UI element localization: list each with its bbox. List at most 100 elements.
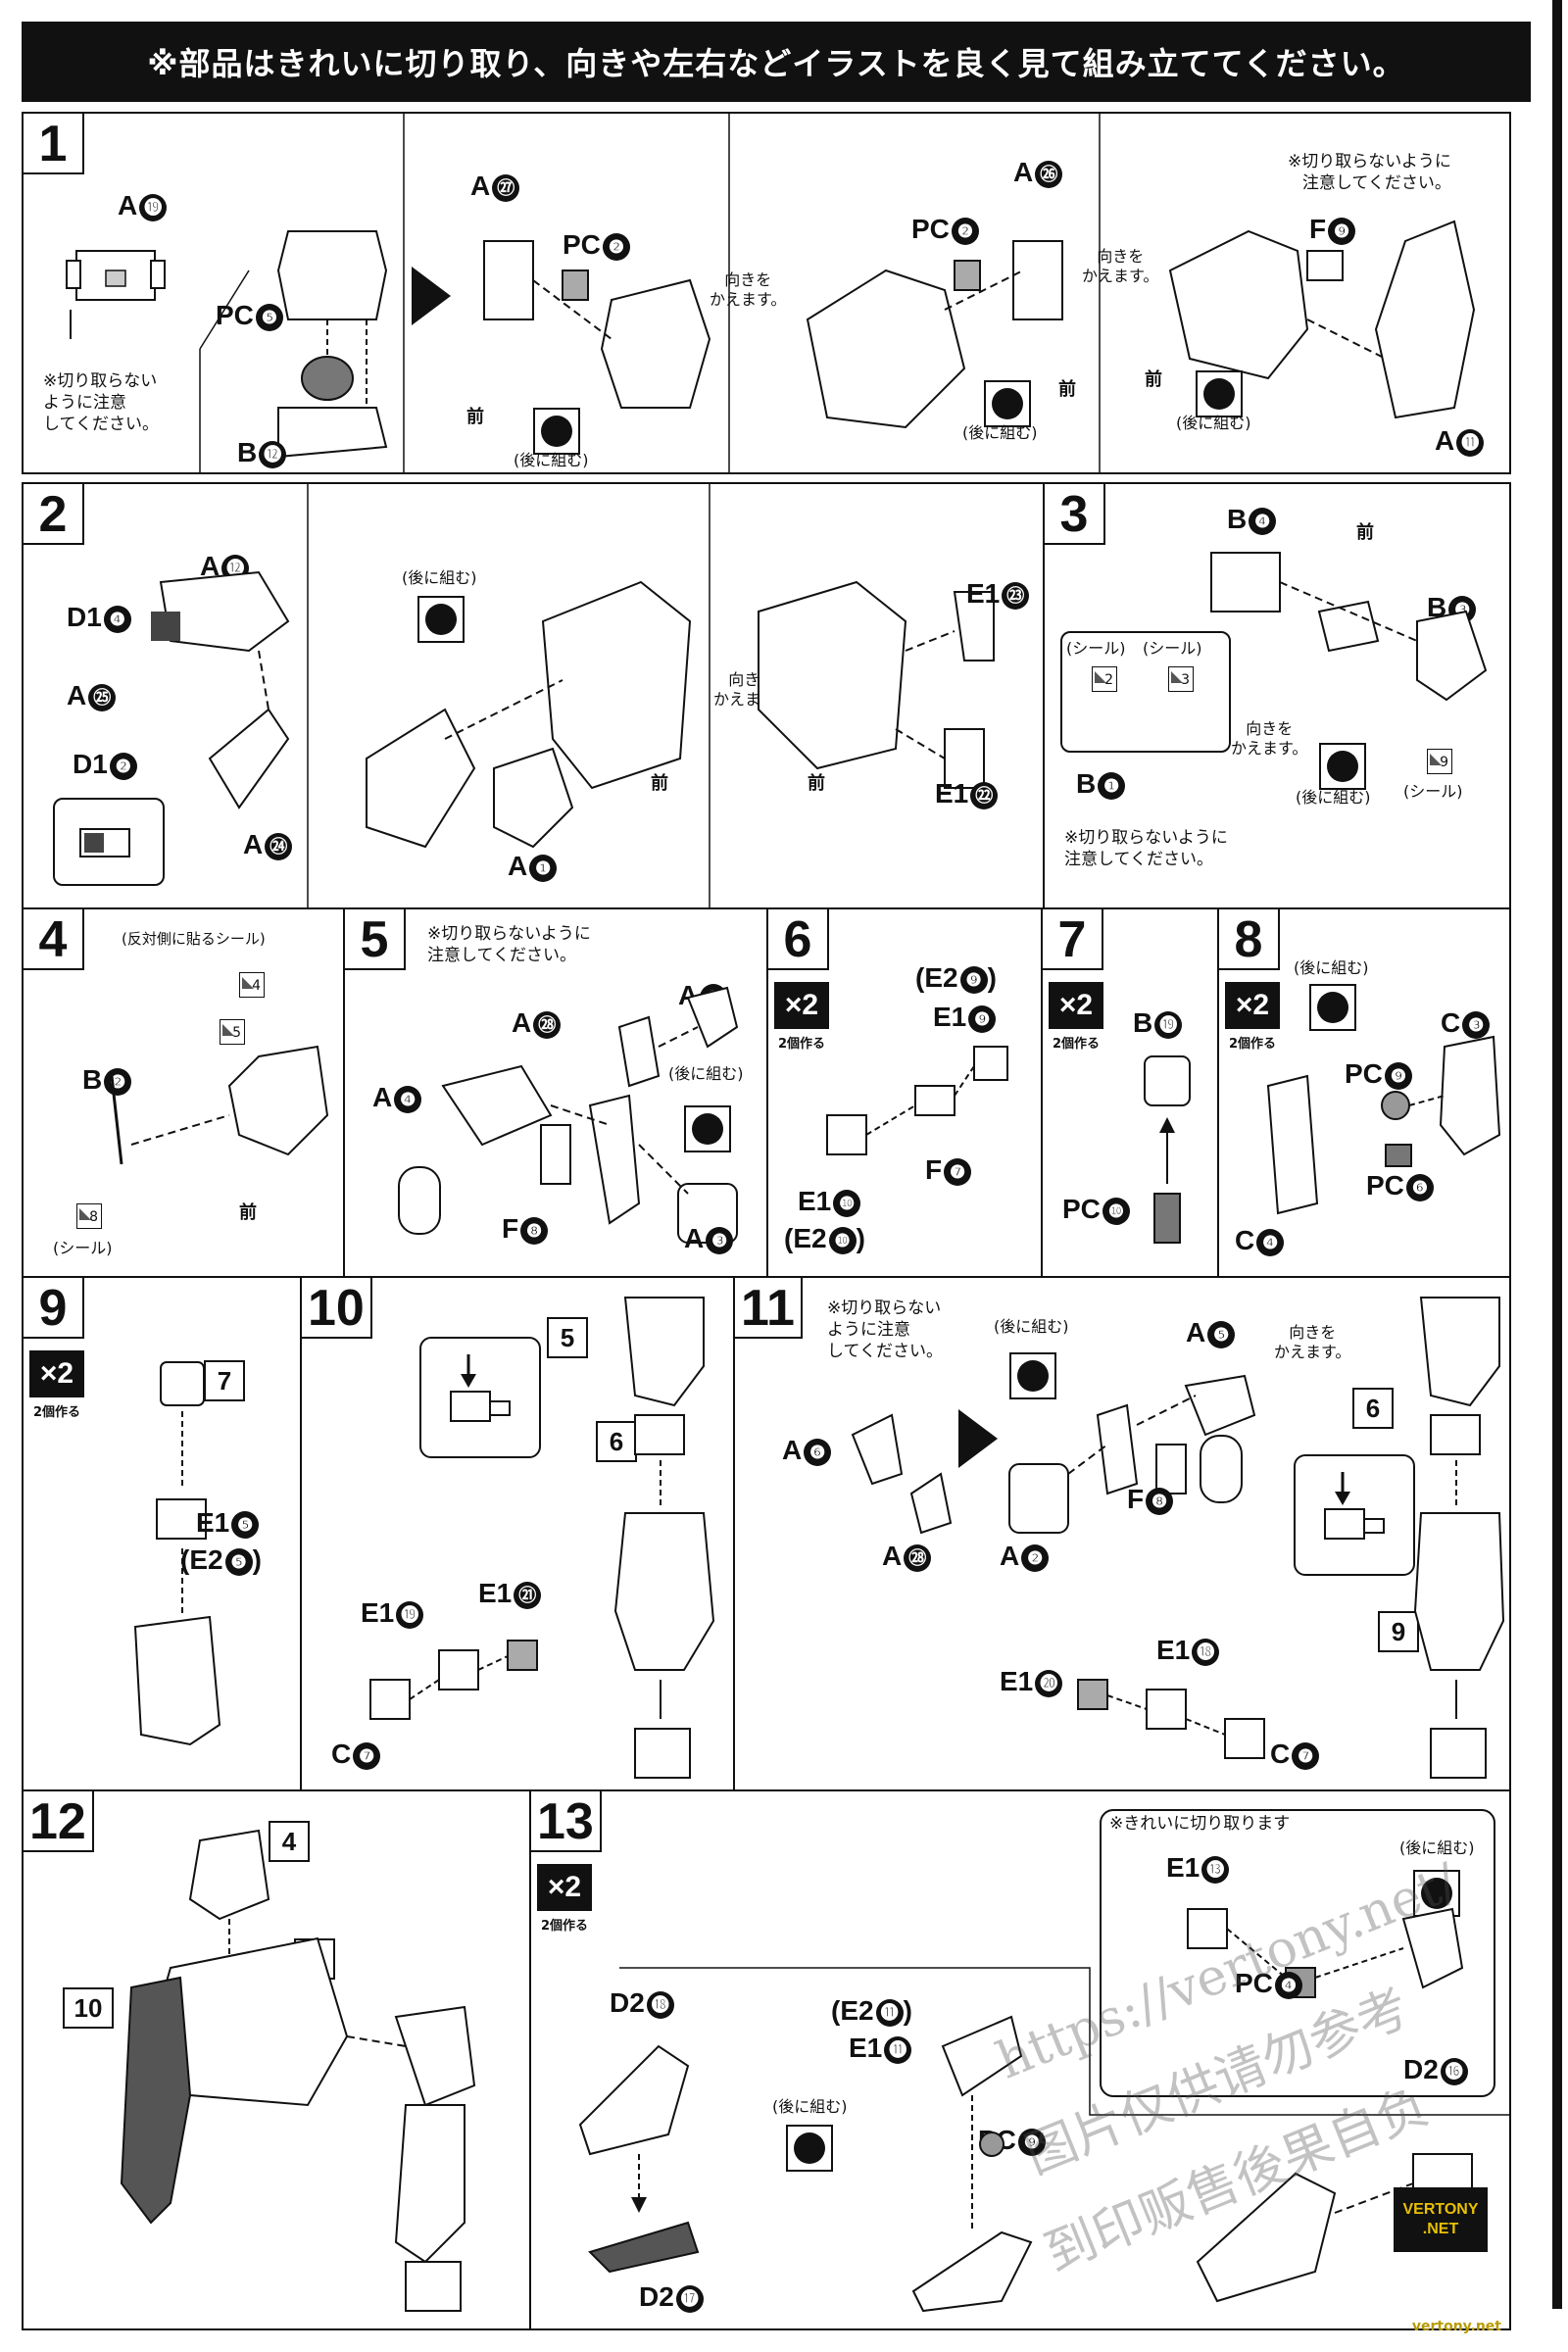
part-torso-core-icon: [276, 230, 388, 459]
ref-4: 4: [269, 1821, 310, 1862]
turn-note: 向きを かえます。: [1274, 1323, 1351, 1361]
part-torso-assembly-icon: [366, 580, 692, 849]
part-torso-a11-icon: [1168, 220, 1476, 419]
opposite-side-note: (反対側に貼るシール): [122, 930, 266, 948]
cut-warning-note: ※切り取らない ように注意 してください。: [827, 1298, 943, 1361]
sticker-2: 2: [1092, 666, 1117, 692]
back-assemble-icon: [533, 408, 580, 455]
part-body-assembly-icon: [120, 1829, 476, 2312]
next-arrow: [412, 267, 451, 325]
step-number: 5: [345, 909, 406, 970]
manual-page: ※部品はきれいに切り取り、向きや左右などイラストを良く見て組み立ててください。 …: [22, 22, 1531, 2334]
part-head-icon: [1210, 552, 1488, 702]
times-two-badge: ×2: [1049, 982, 1103, 1029]
times-two-badge: ×2: [774, 982, 829, 1029]
header-text: ※部品はきれいに切り取り、向きや左右などイラストを良く見て組み立ててください。: [147, 45, 1405, 82]
part-ankle-icon: [369, 1640, 538, 1720]
sticker-8: 8: [76, 1203, 102, 1229]
step-number: 12: [24, 1791, 94, 1852]
make-two-note: 2個作る: [1228, 1037, 1277, 1052]
front-label-2: 前: [1058, 379, 1076, 400]
step-number: 7: [1043, 909, 1103, 970]
step-number: 11: [735, 1278, 803, 1339]
front-label: 前: [239, 1202, 257, 1223]
part-joint-detail-icon: [1324, 1472, 1385, 1540]
make-two-note: 2個作る: [32, 1405, 81, 1420]
sticker-label-1: (シール): [1066, 639, 1126, 658]
part-a19-icon: [66, 250, 166, 339]
logo-top: VERTONY: [1402, 2201, 1479, 2218]
clean-cut-note: ※きれいに切り取ります: [1109, 1814, 1291, 1834]
sticker-4: 4: [239, 972, 265, 998]
step-5-panel: 5 ※切り取らないように 注意してください。 A㉘ A❻ A❹ (後に組む) F…: [343, 907, 768, 1278]
detail-inset: [1294, 1454, 1415, 1576]
part-b19-pc10-icon: [1144, 1055, 1191, 1244]
f8-detail-inset: [398, 1166, 441, 1235]
ref-6: 6: [596, 1421, 637, 1462]
front-label-3: 前: [1145, 369, 1162, 390]
sticker-9: 9: [1427, 749, 1452, 774]
part-leg-assembly-icon: [613, 1297, 715, 1779]
back-assemble-label-2: (後に組む): [772, 2097, 848, 2116]
step-number: 1: [24, 114, 84, 174]
back-assemble-label: (後に組む): [1294, 958, 1369, 977]
part-d2-shield-icon: [578, 2044, 700, 2274]
part-chest-assembly-icon: [483, 240, 711, 409]
cut-warning-note-2: ※切り取らないように 注意してください。: [1288, 152, 1451, 193]
step-number: 6: [768, 909, 829, 970]
back-assemble-label: (後に組む): [402, 568, 477, 587]
back-assemble-icon: [684, 1105, 731, 1152]
part-joint-icon: [826, 1046, 1008, 1155]
turn-note: 向きを かえます。: [710, 270, 787, 309]
step-13-bracket: [619, 1967, 1509, 2116]
turn-note-2: 向きを かえます。: [1082, 247, 1159, 285]
step-number: 4: [24, 909, 84, 970]
part-joint-detail-icon: [450, 1354, 511, 1422]
times-two-badge: ×2: [29, 1350, 84, 1397]
part-hand-icon: [133, 1361, 221, 1746]
cut-warning-note: ※切り取らないように 注意してください。: [427, 924, 591, 965]
back-assemble-label: (後に組む): [668, 1064, 744, 1083]
part-forearm-icon: [1266, 1035, 1501, 1215]
make-two-note: 2個作る: [777, 1037, 826, 1052]
part-chest-side-icon: [806, 240, 1063, 429]
ref-5: 5: [547, 1317, 588, 1358]
turn-note: 向きを かえます。: [1231, 719, 1308, 758]
front-label: 前: [466, 407, 484, 427]
step-1-dividers: [199, 114, 1101, 472]
part-antenna-head-icon: [110, 1045, 329, 1165]
ref-6: 6: [1352, 1388, 1394, 1429]
